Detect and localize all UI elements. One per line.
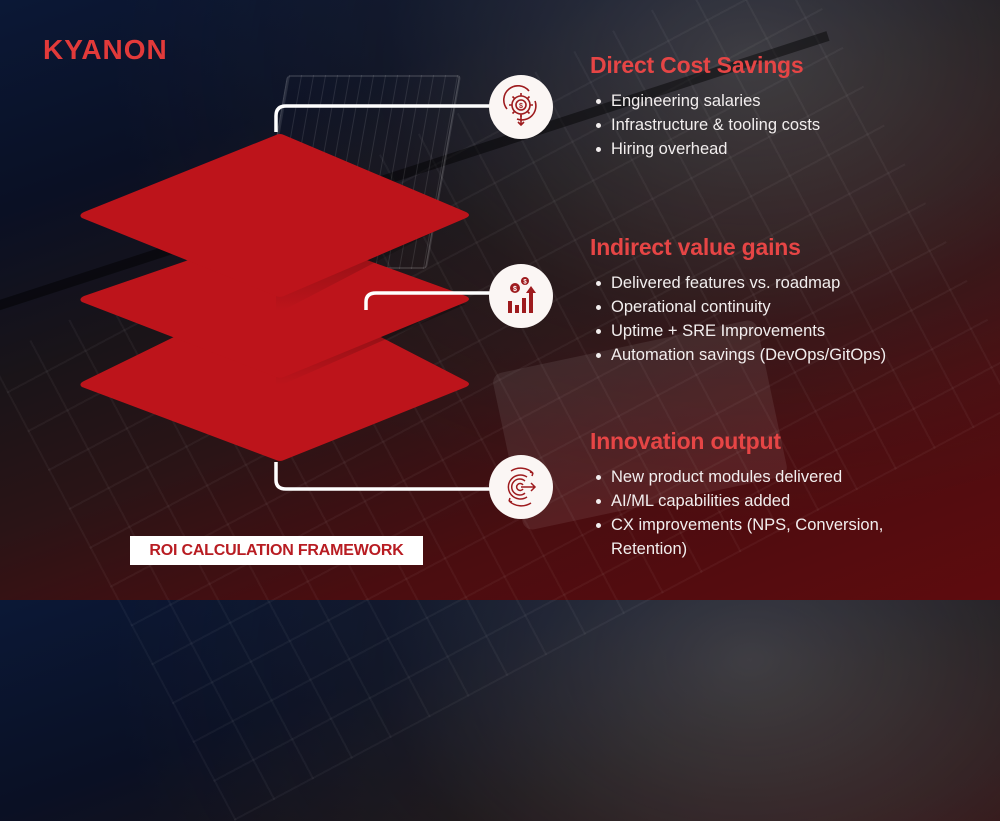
list-item: Uptime + SRE Improvements bbox=[595, 319, 886, 343]
svg-text:$: $ bbox=[523, 280, 527, 286]
brand-logo: KYANON bbox=[43, 34, 168, 65]
list-item: Hiring overhead bbox=[595, 137, 820, 161]
connector-middle bbox=[364, 291, 490, 310]
layer-stack-diagram bbox=[80, 104, 490, 491]
section-indirect-value-gains: Indirect value gains Delivered features … bbox=[590, 234, 886, 367]
svg-text:$: $ bbox=[513, 286, 517, 293]
connector-bottom bbox=[274, 462, 490, 491]
section-list: Engineering salaries Infrastructure & to… bbox=[590, 89, 820, 161]
section-innovation-output: Innovation output New product modules de… bbox=[590, 428, 940, 561]
list-item: Engineering salaries bbox=[595, 89, 820, 113]
connector-top bbox=[274, 104, 490, 132]
section-direct-cost-savings: Direct Cost Savings Engineering salaries… bbox=[590, 52, 820, 161]
section-title: Indirect value gains bbox=[590, 234, 801, 260]
section-list: Delivered features vs. roadmap Operation… bbox=[590, 271, 886, 367]
layer-middle bbox=[80, 229, 470, 385]
list-item: Delivered features vs. roadmap bbox=[595, 271, 886, 295]
svg-text:$: $ bbox=[519, 103, 523, 110]
list-item: New product modules delivered bbox=[596, 465, 931, 489]
list-item: Infrastructure & tooling costs bbox=[595, 113, 820, 137]
section-title: Direct Cost Savings bbox=[590, 52, 804, 78]
framework-title-badge: ROI CALCULATION FRAMEWORK bbox=[130, 536, 423, 565]
innovation-gear-arrow-icon bbox=[489, 455, 553, 519]
layer-top bbox=[80, 134, 470, 311]
list-item: CX improvements (NPS, Conversion, Retent… bbox=[596, 513, 931, 561]
growth-chart-dollar-icon: $ $ bbox=[489, 264, 553, 328]
section-title: Innovation output bbox=[590, 428, 781, 454]
gear-dollar-cycle-icon: $ bbox=[489, 75, 553, 139]
list-item: Automation savings (DevOps/GitOps) bbox=[595, 343, 886, 367]
list-item: Operational continuity bbox=[595, 295, 886, 319]
section-list: New product modules delivered AI/ML capa… bbox=[590, 465, 931, 561]
list-item: AI/ML capabilities added bbox=[596, 489, 931, 513]
